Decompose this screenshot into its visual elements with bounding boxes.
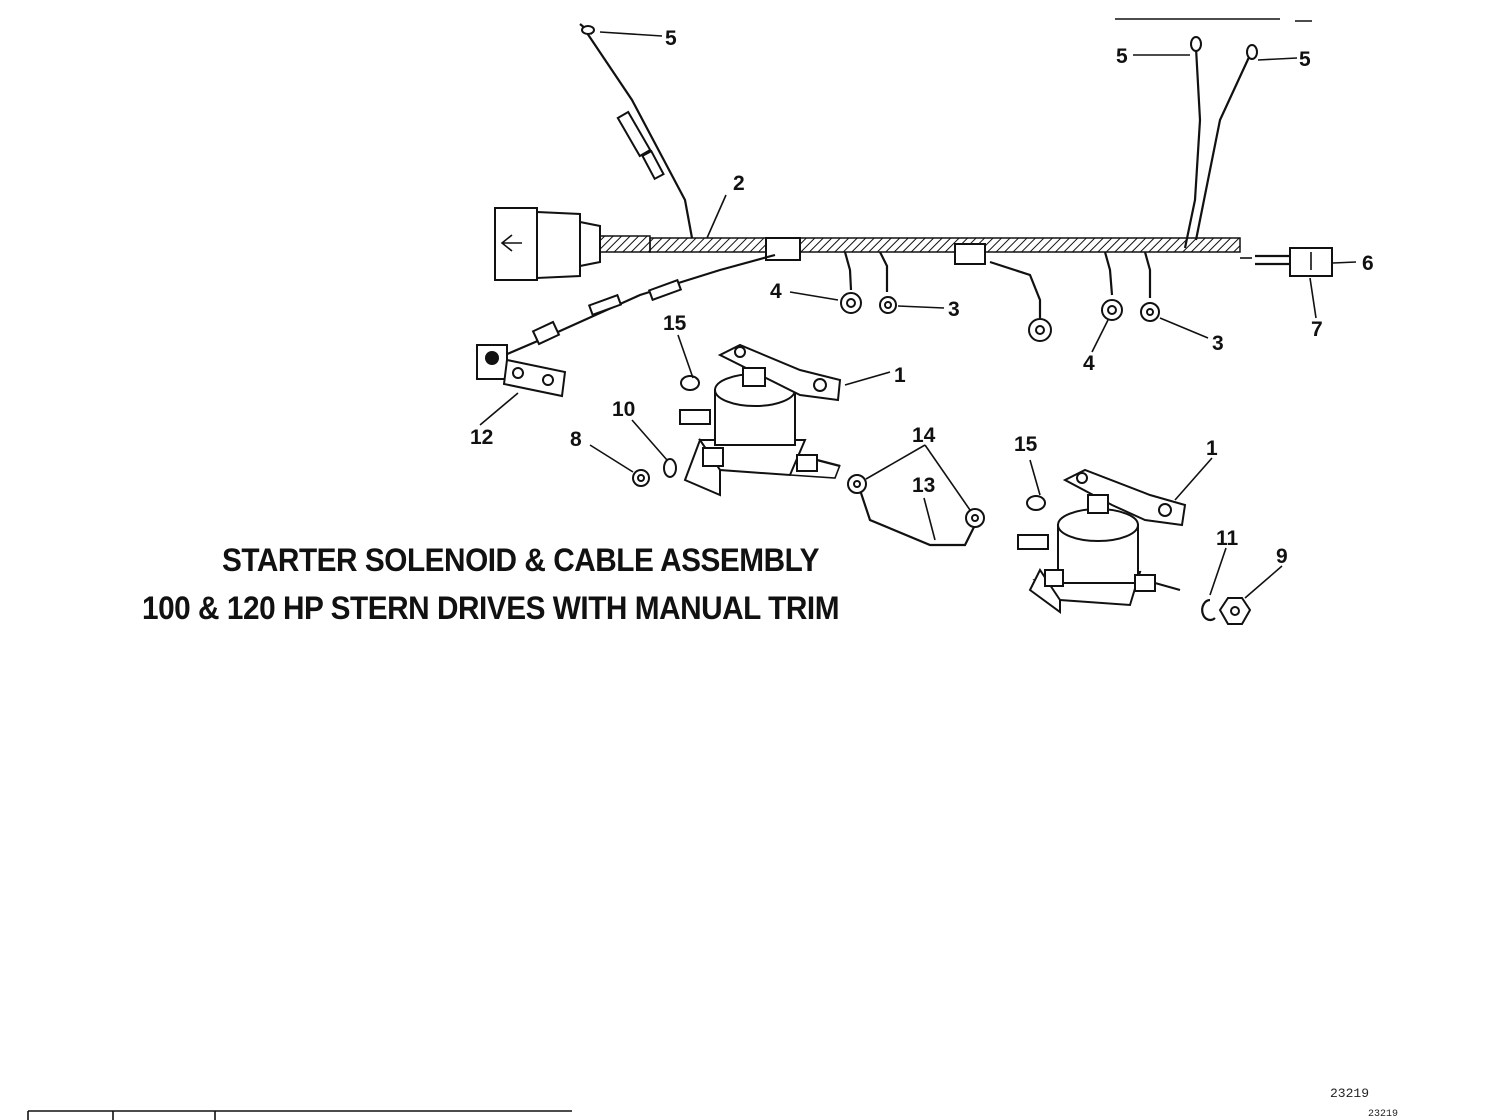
callout-labels: 5 2 5 5 6 7 4 3 4 3 15 1 12 10 8 14 13 1… <box>470 27 1374 568</box>
callout-13: 13 <box>912 474 935 497</box>
callout-1: 1 <box>1206 437 1218 460</box>
callout-7: 7 <box>1311 318 1323 341</box>
lead-upper-left <box>579 23 694 239</box>
leader-lines <box>479 31 1357 599</box>
callout-6: 6 <box>1362 252 1374 275</box>
diagram-title-line-1: STARTER SOLENOID & CABLE ASSEMBLY <box>222 542 819 578</box>
callout-2: 2 <box>733 172 745 195</box>
starter-solenoid-left <box>679 343 842 497</box>
hardware <box>632 458 1252 625</box>
callout-3: 3 <box>948 298 960 321</box>
leads-upper-right <box>1183 36 1258 249</box>
callout-11: 11 <box>1216 527 1239 550</box>
callout-10: 10 <box>612 398 635 421</box>
reference-number: 23219 <box>1330 1086 1370 1101</box>
callout-5: 5 <box>665 27 677 50</box>
callout-12: 12 <box>470 426 493 449</box>
callout-5: 5 <box>1299 48 1311 71</box>
starter-solenoid-right <box>1017 468 1187 614</box>
callout-4: 4 <box>770 280 782 303</box>
callout-15: 15 <box>663 312 687 335</box>
harness-plug-left <box>494 207 601 281</box>
callout-8: 8 <box>570 428 582 451</box>
callout-1: 1 <box>894 364 906 387</box>
table-frame <box>27 1110 572 1120</box>
callout-15: 15 <box>1014 433 1038 456</box>
callout-9: 9 <box>1276 545 1288 568</box>
scan-marks <box>1115 18 1312 22</box>
callout-4: 4 <box>1083 352 1095 375</box>
reference-number-small: 23219 <box>1368 1109 1399 1120</box>
main-harness <box>599 235 1252 265</box>
callout-3: 3 <box>1212 332 1224 355</box>
callout-5: 5 <box>1116 45 1128 68</box>
bracket-12 <box>476 344 567 398</box>
lead-to-bracket <box>504 253 776 357</box>
harness-plug-right <box>1255 247 1333 277</box>
ring-terminals <box>840 251 1160 342</box>
jumper-cable-13 <box>847 474 985 547</box>
diagram-title-line-2: 100 & 120 HP STERN DRIVES WITH MANUAL TR… <box>142 590 840 626</box>
callout-14: 14 <box>912 424 936 447</box>
